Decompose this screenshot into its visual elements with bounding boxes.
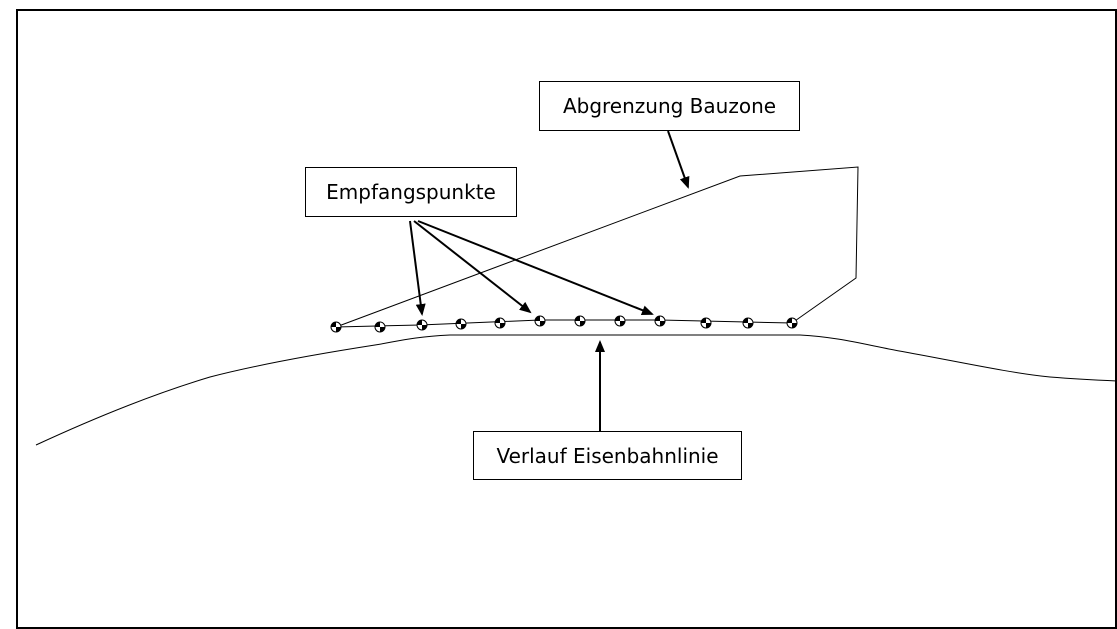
receiver-point-icon xyxy=(455,318,467,330)
label-empfangspunkte: Empfangspunkte xyxy=(305,167,517,217)
diagram-drawing xyxy=(35,130,1117,446)
arrow-bauzone xyxy=(667,130,690,189)
receiver-point-icon xyxy=(700,317,712,329)
receiver-point-icon xyxy=(374,321,386,333)
receiver-point-icon xyxy=(494,317,506,329)
label-verlauf-eisenbahnlinie: Verlauf Eisenbahnlinie xyxy=(473,431,742,480)
diagram-canvas: Abgrenzung Bauzone Empfangspunkte Verlau… xyxy=(16,9,1117,629)
railway-line xyxy=(335,319,793,328)
label-abgrenzung-bauzone: Abgrenzung Bauzone xyxy=(539,81,800,131)
arrow-empfang-3 xyxy=(417,220,654,315)
bauzone-boundary xyxy=(335,166,859,328)
arrow-empfang-2 xyxy=(413,220,532,314)
receiver-point-icon xyxy=(786,317,798,329)
terrain-line xyxy=(35,334,1117,446)
receiver-points xyxy=(330,315,798,333)
receiver-point-icon xyxy=(742,317,754,329)
arrow-empfang-1 xyxy=(409,220,426,316)
receiver-point-icon xyxy=(654,315,666,327)
receiver-point-icon xyxy=(574,315,586,327)
receiver-point-icon xyxy=(614,315,626,327)
receiver-point-icon xyxy=(416,319,428,331)
receiver-point-icon xyxy=(534,315,546,327)
receiver-point-icon xyxy=(330,321,342,333)
